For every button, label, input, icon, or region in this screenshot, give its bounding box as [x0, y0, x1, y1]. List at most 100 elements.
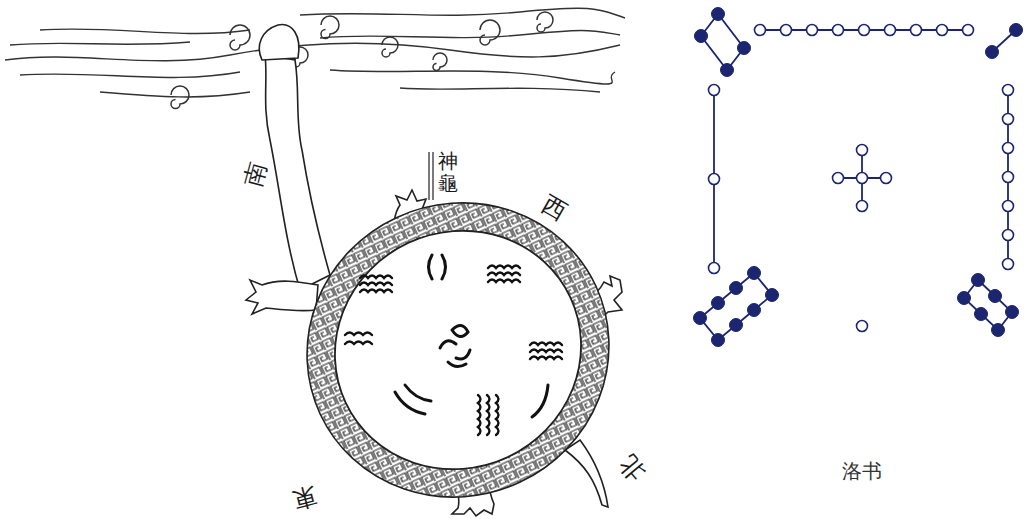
label-slot: 神龜 — [438, 150, 458, 194]
yang-dot — [859, 25, 870, 36]
yang-dot — [709, 174, 720, 185]
yin-dot — [989, 290, 1002, 303]
yang-dot — [781, 25, 792, 36]
shell-mark — [488, 280, 520, 283]
turtle-leg — [246, 280, 318, 314]
shell-mark — [440, 341, 456, 348]
yang-dot — [857, 201, 868, 212]
yang-dot — [857, 321, 868, 332]
shell-mark — [488, 266, 520, 269]
shell-mark — [405, 385, 431, 401]
shell-mark — [532, 385, 548, 417]
yang-dot — [857, 173, 868, 184]
shell-mark — [487, 395, 490, 435]
turtle-tail — [565, 440, 608, 507]
turtle-figure — [246, 25, 657, 519]
shell-mark — [478, 395, 481, 435]
tick-line — [428, 152, 429, 200]
yang-dot — [807, 25, 818, 36]
cloud-line — [40, 29, 250, 34]
yin-dot — [738, 42, 751, 55]
cloud-lines — [5, 8, 625, 97]
cloud-curl — [433, 53, 447, 71]
yang-dot — [963, 25, 974, 36]
yin-dot — [986, 46, 999, 59]
shell-mark — [530, 357, 562, 360]
yin-dot — [972, 274, 985, 287]
tick-line — [432, 152, 433, 200]
shell-mark — [360, 283, 392, 286]
label-slot: 東 — [288, 479, 319, 516]
cloud-curl — [171, 86, 189, 109]
yang-dot — [1003, 201, 1014, 212]
shell-mark — [452, 325, 468, 336]
yin-dot — [712, 8, 725, 21]
cloud-line — [10, 42, 190, 45]
yin-dot — [958, 292, 971, 305]
direction-label: 東 — [288, 479, 319, 516]
yin-dot — [712, 334, 725, 347]
shell-mark — [442, 255, 446, 279]
yang-dot — [911, 25, 922, 36]
yin-dot — [748, 267, 761, 280]
shell-plate — [296, 191, 621, 510]
shell-mark — [345, 342, 372, 345]
yin-dot — [975, 308, 988, 321]
dot-line — [964, 280, 1012, 330]
direction-label: 南 — [236, 158, 273, 189]
yang-dot — [857, 145, 868, 156]
cloud-line — [300, 8, 625, 18]
cloud-line — [330, 70, 615, 84]
cloud-curl — [321, 16, 339, 39]
cloud-line — [100, 92, 250, 97]
shell-mark — [488, 273, 520, 276]
label-slot: 西 — [536, 188, 573, 228]
yang-dot — [709, 85, 720, 96]
yang-dot — [833, 173, 844, 184]
shell-mark — [496, 395, 499, 435]
cloud-line — [5, 43, 620, 61]
turtle-head — [259, 25, 299, 60]
cloud-line — [20, 72, 240, 77]
turtle-neck — [265, 55, 330, 290]
cloud-line — [320, 30, 620, 38]
yang-dot — [1003, 143, 1014, 154]
shell-mark — [345, 333, 372, 336]
cloud-curl — [230, 25, 250, 50]
yin-dot — [694, 312, 707, 325]
yang-dot — [885, 25, 896, 36]
dot-line — [701, 14, 744, 70]
shell-border — [259, 153, 658, 519]
cloud-curl — [537, 12, 553, 32]
luoshu-diagram — [694, 8, 1023, 347]
shell-mark — [530, 343, 562, 346]
shell-mark — [360, 276, 392, 279]
yang-dot — [709, 263, 720, 274]
shell-mark — [530, 350, 562, 353]
yin-dot — [721, 64, 734, 77]
caption-label: 洛书 — [842, 458, 882, 485]
yin-dot — [730, 319, 743, 332]
cloud-curls — [171, 12, 553, 109]
direction-label: 西 — [536, 188, 573, 228]
yang-dot — [1003, 259, 1014, 270]
shell-mark — [360, 290, 392, 293]
cloud-curl — [382, 37, 398, 57]
shell-marks — [345, 255, 562, 435]
yin-dot — [748, 304, 761, 317]
label-slot: 洛书 — [842, 458, 882, 485]
yin-dot — [1006, 306, 1019, 319]
yang-dot — [1003, 85, 1014, 96]
label-slot: 北 — [612, 449, 652, 488]
yang-dot — [881, 173, 892, 184]
yang-dot — [937, 25, 948, 36]
cloud-line — [400, 88, 600, 92]
yin-dot — [766, 289, 779, 302]
shell-mark — [395, 392, 425, 414]
yang-dot — [1003, 172, 1014, 183]
shell-mark — [448, 362, 466, 367]
dot-line — [700, 273, 772, 340]
direction-label: 北 — [612, 449, 652, 488]
yin-dot — [992, 324, 1005, 337]
